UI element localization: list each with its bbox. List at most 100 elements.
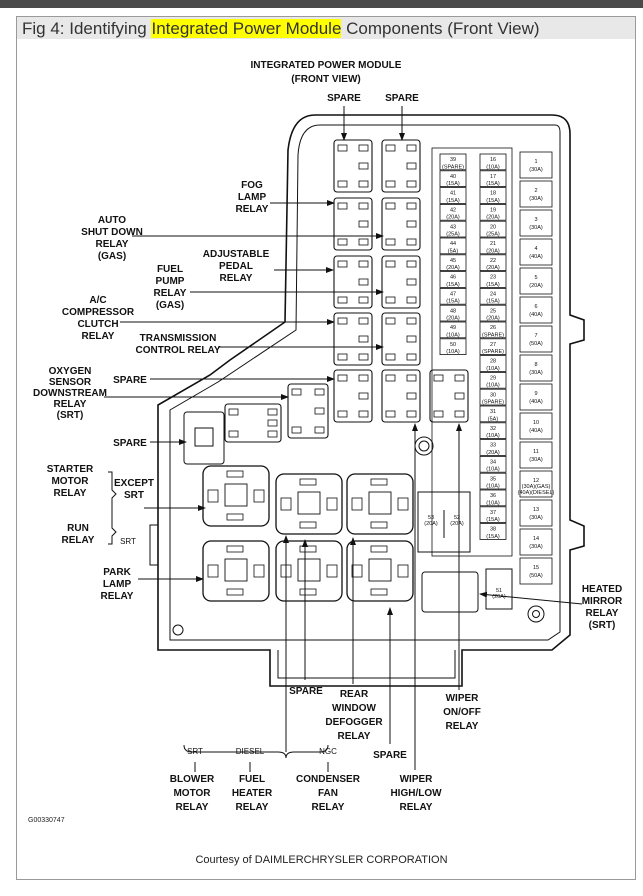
fuse-29-number: 29	[490, 375, 496, 381]
maxi-fuse-1-number: 1	[534, 159, 537, 165]
module-inner-outline	[169, 124, 561, 641]
maxi-fuse-13-number: 13	[533, 507, 539, 513]
title-highlight: Integrated Power Module	[151, 19, 342, 38]
fuel-pump-relay-label-line-2: PUMP	[156, 276, 185, 287]
maxi-fuse-11-rating: (30A)	[529, 457, 543, 463]
wiper-on-off-relay-socket	[429, 369, 469, 423]
maxi-fuse-12-rating-a: (30A)(GAS)	[522, 484, 551, 490]
fuse-21-number: 21	[490, 241, 496, 247]
relay-socket-left-3	[333, 255, 373, 309]
relay-socket-right-5	[381, 369, 421, 423]
maxi-fuse-2	[519, 180, 553, 208]
fuse-44-number: 44	[450, 241, 456, 247]
fuse-40-number: 40	[450, 174, 456, 180]
center-stud-inner	[418, 440, 430, 452]
ac-compressor-clutch-relay-label-line-3: CLUTCH	[77, 319, 118, 330]
maxi-fuse-10-number: 10	[533, 420, 539, 426]
starter-motor-relay-label-line-3: RELAY	[54, 488, 87, 499]
title-suffix: Components (Front View)	[341, 19, 540, 38]
fog-lamp-relay-label-line-2: LAMP	[238, 192, 267, 203]
fuse-37	[479, 506, 507, 523]
mount-hole-right	[527, 605, 545, 623]
fuse-24	[479, 287, 507, 305]
fuse-37-rating: (15A)	[486, 517, 500, 523]
fuse-31-rating: (5A)	[488, 416, 499, 422]
relay-socket-right-1	[381, 139, 421, 193]
fuse-46-rating: (15A)	[446, 282, 460, 288]
fuse-column-1: 39(SPARE)40(15A)41(15A)42(20A)43(25A)44(…	[439, 153, 467, 355]
rear-window-defogger-relay-label-line-1: REAR	[340, 689, 369, 700]
auto-shutdown-relay-label-line-2: SHUT DOWN	[81, 227, 143, 238]
heated-mirror-relay-label-line-2: MIRROR	[582, 596, 623, 607]
wiper-high-low-relay-label-line-2: HIGH/LOW	[390, 788, 442, 799]
fuse-43-rating: (25A)	[446, 231, 460, 237]
maxi-fuse-8	[519, 354, 553, 382]
fuse-29	[479, 371, 507, 389]
fuse-16-rating: (10A)	[486, 164, 500, 170]
figure-frame	[16, 16, 636, 880]
heated-mirror-relay-socket	[421, 571, 479, 613]
fuse-17-number: 17	[490, 174, 496, 180]
left-tab	[149, 524, 159, 566]
fuse-38	[479, 523, 507, 540]
fuse-43	[439, 220, 467, 238]
fuse-33-number: 33	[490, 443, 496, 449]
run-relay-label-line-2: RELAY	[62, 535, 95, 546]
fuse-35-number: 35	[490, 476, 496, 482]
fuel-pump-relay-label-line-1: FUEL	[157, 264, 183, 275]
fuse-41	[439, 187, 467, 204]
oxygen-sensor-relay-label-line-3: DOWNSTREAM	[33, 388, 107, 399]
fuse-51-rating: (20A)	[492, 594, 506, 600]
fog-lamp-relay-label-line-1: FOG	[241, 180, 263, 191]
park-lamp-relay-socket	[202, 540, 270, 602]
maxi-fuse-3	[519, 209, 553, 237]
transmission-control-relay-label-line-1: TRANSMISSION	[140, 333, 217, 344]
fuse-48-rating: (20A)	[446, 315, 460, 321]
fuse-30-rating: (SPARE)	[482, 399, 504, 405]
maxi-fuse-5-number: 5	[534, 275, 537, 281]
fuse-24-number: 24	[490, 291, 496, 297]
fuse-42	[439, 203, 467, 221]
fuse-18	[479, 187, 507, 204]
fuse-28-number: 28	[490, 359, 496, 365]
maxi-fuse-11-number: 11	[533, 449, 539, 455]
fuse-20	[479, 220, 507, 238]
maxi-fuse-12	[519, 470, 553, 498]
fuse-36-rating: (10A)	[486, 500, 500, 506]
maxi-fuse-14-number: 14	[533, 536, 539, 542]
maxi-fuse-7-rating: (50A)	[529, 341, 543, 347]
fuse-28-rating: (10A)	[486, 366, 500, 372]
fuse-48	[439, 304, 467, 322]
maxi-fuse-3-rating: (30A)	[529, 225, 543, 231]
fuse-49-number: 49	[450, 325, 456, 331]
except-srt-label-line-2: SRT	[124, 490, 144, 501]
adjustable-pedal-relay-label-line-2: PEDAL	[219, 261, 253, 272]
fuse-53-52-block	[417, 491, 471, 553]
fuse-31	[479, 405, 507, 423]
maxi-fuse-14-rating: (30A)	[529, 544, 543, 550]
fuse-36	[479, 489, 507, 507]
fuse-32-number: 32	[490, 426, 496, 432]
maxi-fuse-8-number: 8	[534, 362, 537, 368]
fuse-35	[479, 472, 507, 490]
fuse-37-number: 37	[490, 510, 496, 516]
maxi-fuse-9	[519, 383, 553, 411]
except-srt-label-line-1: EXCEPT	[114, 478, 154, 489]
oxygen-sensor-relay-label-line-5: (SRT)	[57, 410, 84, 421]
fuse-23	[479, 271, 507, 288]
maxi-fuse-15-number: 15	[533, 565, 539, 571]
fuse-25-number: 25	[490, 308, 496, 314]
fuse-22-rating: (20A)	[486, 265, 500, 271]
spare-relay-socket-mid	[224, 403, 282, 443]
fuel-pump-relay-label-line-3: RELAY	[154, 288, 187, 299]
blower-motor-relay-label-line-2: MOTOR	[173, 788, 211, 799]
fuse-38-rating: (15A)	[486, 534, 500, 540]
fuse-36-number: 36	[490, 493, 496, 499]
center-stud	[414, 436, 434, 456]
wiper-high-low-relay-label-line-3: RELAY	[400, 802, 433, 813]
run-relay-label-line-1: RUN	[67, 523, 89, 534]
spare-bottom-1-label: SPARE	[289, 686, 323, 697]
maxi-fuse-4-number: 4	[534, 246, 537, 252]
